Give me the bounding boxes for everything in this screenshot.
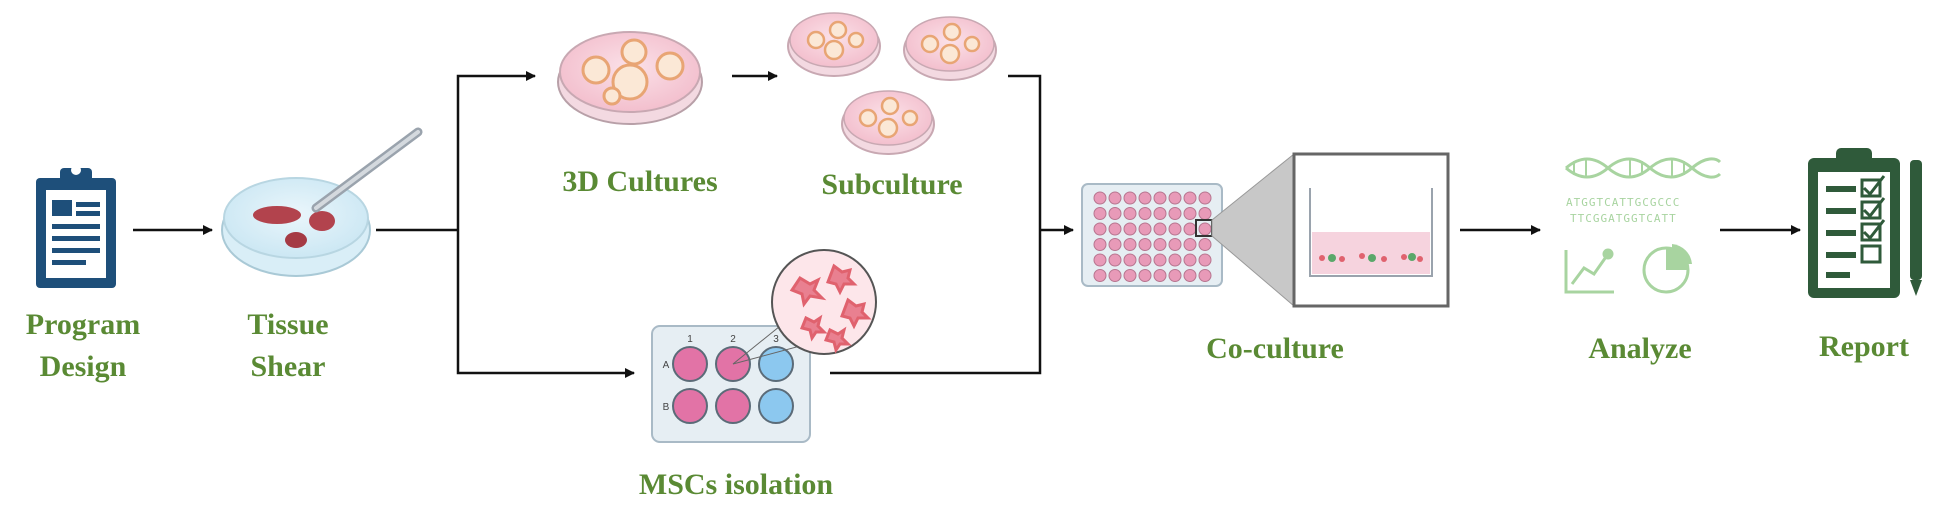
plate-well [1138,253,1152,267]
plate-well [1153,238,1167,251]
plate-well [1183,207,1197,220]
plate-well [1108,269,1122,282]
co-culture-label: Co-culture [1206,332,1344,365]
plate-well [1153,269,1167,282]
line-from-mscs [830,230,1042,375]
plate-well [1198,238,1212,251]
plate-well [1153,253,1167,267]
plate-column-3: 3 [773,334,779,345]
plate-column-2: 2 [730,334,736,345]
dna-sequence-line1: ATGGTCATTGCGCCC [1566,196,1680,209]
plate-well [1138,191,1152,205]
clipboard-document-icon [36,165,116,288]
plate-well [1183,253,1197,267]
plate-well [1123,238,1137,251]
plate-well [1093,253,1107,267]
plate-wells [1093,191,1212,282]
plate-well [1108,191,1122,205]
plate-well [1183,238,1197,251]
plate-row-a: A [663,360,670,371]
line-from-subculture [1008,74,1042,230]
plate-well [1108,207,1122,220]
plate-well [1108,238,1122,251]
plate-well [1123,191,1137,205]
plate-well [1093,222,1107,236]
tissue-shear-label-line1: Tissue [247,308,328,341]
plate-well [1198,207,1212,220]
plate-well [1168,207,1182,220]
plate-well [1183,269,1197,282]
arrow-to-mscs [456,230,635,378]
dna-sequence-line2: TTCGGATGGTCATT [1570,212,1677,225]
plate-well [1093,269,1107,282]
subculture-label: Subculture [821,168,962,201]
dna-chart-icon [1564,157,1722,294]
plate-well [1138,269,1152,282]
petri-dish-with-scalpel-icon [221,127,423,277]
analyze-label: Analyze [1588,332,1691,365]
well-plate-zoom-icon [1081,152,1450,308]
plate-well [1153,222,1167,236]
plate-well [1198,253,1212,267]
plate-well [1123,207,1137,220]
plate-well [1183,222,1197,236]
plate-well [1108,222,1122,236]
connectors [133,71,1801,378]
plate-well [1138,238,1152,251]
plate-well [1168,269,1182,282]
program-design-label-line1: Program [26,308,140,341]
cell-zoom-bubble [771,249,877,355]
plate-well [1123,222,1137,236]
plate-well [1123,253,1137,267]
report-label: Report [1819,330,1909,363]
plate-well [1168,253,1182,267]
plate-well [1198,269,1212,282]
six-well-plate-icon: 1 2 3 A B [651,249,877,443]
plate-well [1093,238,1107,251]
plate-well [1093,191,1107,205]
mscs-isolation-label: MSCs isolation [639,468,834,501]
plate-well [1168,222,1182,236]
zoom-cone [1211,152,1295,308]
petri-dish-spheroids-icon [557,31,703,125]
plate-well [1153,191,1167,205]
plate-well [1138,207,1152,220]
plate-well [1168,238,1182,251]
plate-well [1153,207,1167,220]
tissue-shear-label-line2: Shear [251,350,326,383]
petri-dishes-icon [787,12,997,155]
plate-well [1093,207,1107,220]
plate-row-b: B [663,402,670,413]
3d-cultures-label: 3D Cultures [562,165,717,198]
program-design-label-line2: Design [40,350,127,383]
checklist-clipboard-icon [1808,148,1922,298]
plate-well [1138,222,1152,236]
plate-column-1: 1 [687,334,693,345]
arrow-to-3d-cultures [456,71,536,230]
plate-well [1198,222,1212,236]
plate-well [1108,253,1122,267]
plate-well [1198,191,1212,205]
plate-well [1168,191,1182,205]
fibroblast-cells [789,263,872,354]
plate-well [1123,269,1137,282]
plate-well [1183,191,1197,205]
